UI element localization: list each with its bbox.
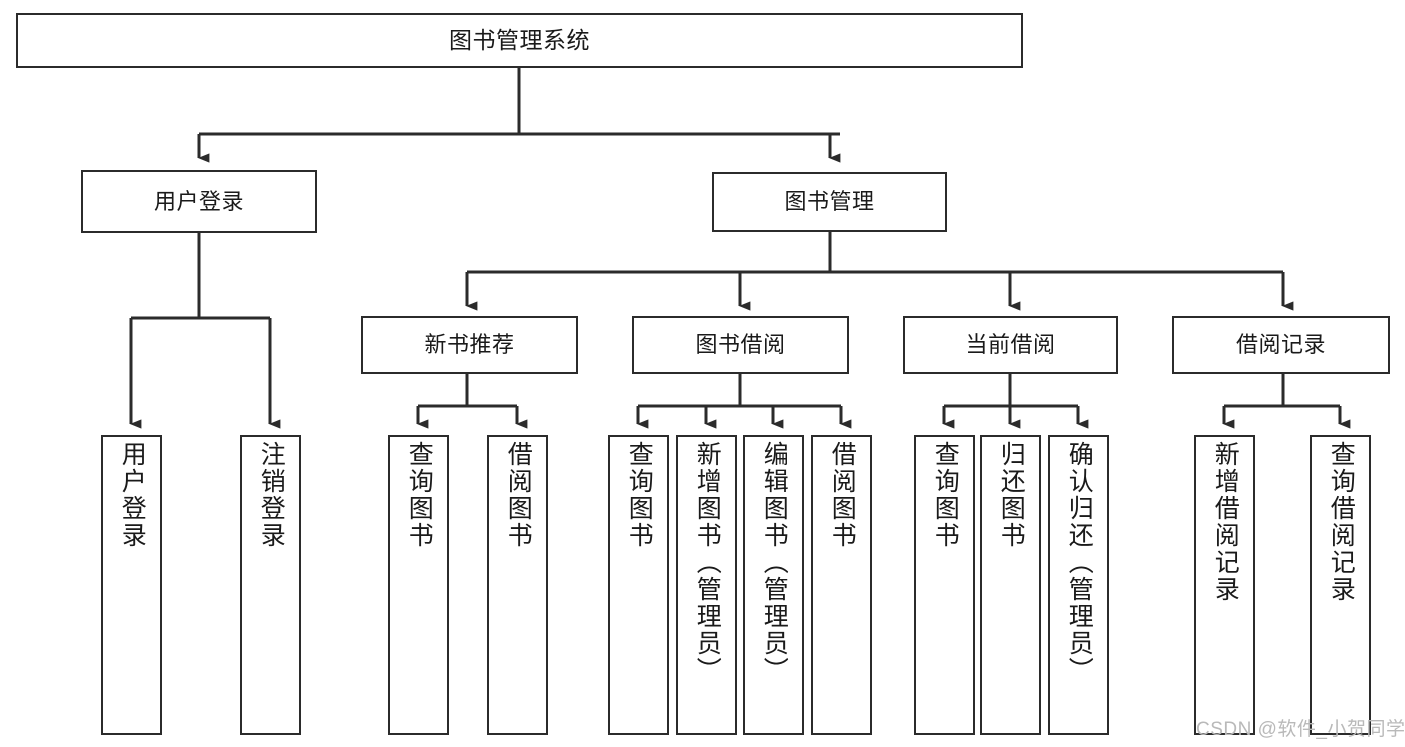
leaf-borrow-query-book[interactable]: 查询图书 <box>608 435 669 735</box>
node-new-book-recommend[interactable]: 新书推荐 <box>361 316 578 374</box>
node-label: 借阅图书 <box>828 441 857 549</box>
node-label: 借阅图书 <box>504 441 533 549</box>
node-label: 图书借阅 <box>695 332 786 358</box>
node-book-borrow[interactable]: 图书借阅 <box>632 316 849 374</box>
node-label: 归还图书 <box>997 441 1026 549</box>
node-root-book-management-system[interactable]: 图书管理系统 <box>16 13 1023 68</box>
leaf-edit-book-admin[interactable]: 编辑图书（管理员） <box>743 435 804 735</box>
leaf-confirm-return-admin[interactable]: 确认归还（管理员） <box>1048 435 1109 735</box>
watermark-text: CSDN @软件_小贺同学 <box>1196 719 1405 740</box>
leaf-new-book-query[interactable]: 查询图书 <box>388 435 449 735</box>
leaf-add-book-admin[interactable]: 新增图书（管理员） <box>676 435 737 735</box>
node-label: 新书推荐 <box>424 332 515 358</box>
leaf-logout[interactable]: 注销登录 <box>240 435 301 735</box>
leaf-current-query-book[interactable]: 查询图书 <box>914 435 975 735</box>
node-borrow-record[interactable]: 借阅记录 <box>1172 316 1390 374</box>
leaf-borrow-book[interactable]: 借阅图书 <box>811 435 872 735</box>
node-label: 图书管理 <box>784 189 875 215</box>
node-label: 确认归还（管理员） <box>1065 441 1094 684</box>
node-label: 查询图书 <box>625 441 654 549</box>
node-label: 借阅记录 <box>1235 332 1326 358</box>
node-user-login[interactable]: 用户登录 <box>81 170 317 233</box>
node-current-borrow[interactable]: 当前借阅 <box>903 316 1118 374</box>
node-label: 当前借阅 <box>965 332 1056 358</box>
leaf-add-borrow-record[interactable]: 新增借阅记录 <box>1194 435 1255 735</box>
leaf-new-book-borrow[interactable]: 借阅图书 <box>487 435 548 735</box>
leaf-return-book[interactable]: 归还图书 <box>980 435 1041 735</box>
node-label: 用户登录 <box>118 441 147 549</box>
leaf-user-login[interactable]: 用户登录 <box>101 435 162 735</box>
leaf-query-borrow-record[interactable]: 查询借阅记录 <box>1310 435 1371 735</box>
node-label: 图书管理系统 <box>449 26 590 53</box>
node-label: 查询图书 <box>405 441 434 549</box>
node-label: 新增借阅记录 <box>1211 441 1240 603</box>
node-label: 查询借阅记录 <box>1327 441 1356 603</box>
node-label: 新增图书（管理员） <box>693 441 722 684</box>
node-label: 编辑图书（管理员） <box>760 441 789 684</box>
node-book-management[interactable]: 图书管理 <box>712 172 947 232</box>
node-label: 查询图书 <box>931 441 960 549</box>
node-label: 注销登录 <box>257 441 286 549</box>
node-label: 用户登录 <box>153 188 244 214</box>
